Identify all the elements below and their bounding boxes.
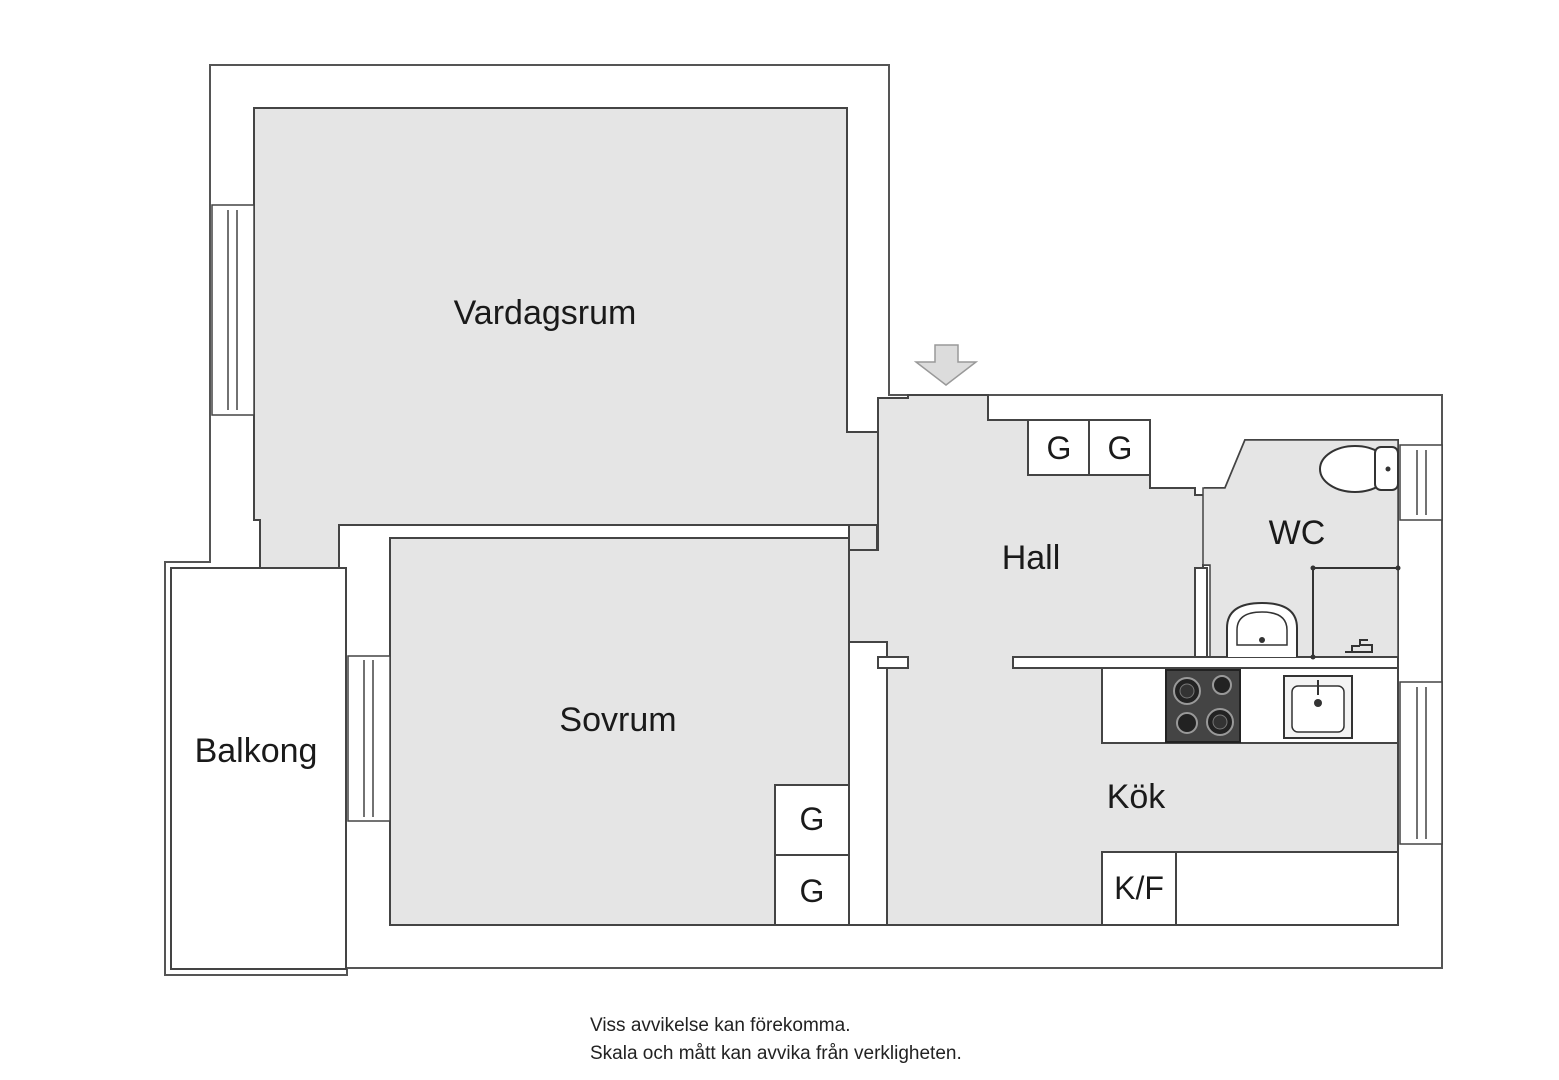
hall-closet-2 [1088, 419, 1151, 476]
fridge-freezer-label: K/F [1114, 870, 1164, 906]
room-label-kok: Kök [1107, 778, 1167, 816]
window-kitchen [1399, 681, 1443, 845]
kitchen-cabinet [1101, 851, 1399, 926]
window-bedroom [347, 655, 391, 822]
entrance-arrow-icon [913, 344, 979, 386]
shower-corner [1310, 565, 1316, 571]
wc-sink-icon [1226, 601, 1298, 657]
interior-wall-bedroom [848, 641, 888, 926]
disclaimer: Viss avvikelse kan förekomma. Skala och … [590, 1012, 962, 1068]
room-label-balkong: Balkong [195, 732, 318, 770]
disclaimer-line-1: Viss avvikelse kan förekomma. [590, 1015, 851, 1036]
disclaimer-line-2: Skala och mått kan avvika från verklighe… [590, 1043, 962, 1064]
closet-label: G [800, 801, 825, 837]
bedroom-floor [389, 524, 878, 926]
kitchen-counter [1101, 667, 1399, 744]
closet-label: G [1108, 430, 1133, 466]
room-label-sovrum: Sovrum [559, 701, 676, 739]
bedroom-closet-1 [774, 784, 850, 856]
room-label-wc: WC [1269, 514, 1326, 552]
kitchen-wall [1012, 656, 1399, 669]
window-living-room [211, 204, 255, 416]
hall-closet-1 [1027, 419, 1090, 476]
wc-wall [1194, 567, 1208, 658]
kitchen-sink-icon [1283, 675, 1353, 739]
room-label-vardagsrum: Vardagsrum [454, 294, 637, 332]
living-room-floor [253, 107, 879, 569]
bedroom-closet-2 [774, 854, 850, 926]
closet-label: G [1047, 430, 1072, 466]
room-label-hall: Hall [1002, 539, 1061, 577]
balcony-floor [170, 567, 347, 970]
toilet-icon [1319, 445, 1399, 493]
shower-corner [1395, 565, 1401, 571]
stove-icon [1165, 669, 1241, 743]
shower-corner [1310, 654, 1316, 660]
window-wc [1399, 444, 1443, 521]
shower-mixer-icon [1345, 639, 1373, 653]
closet-label: G [800, 873, 825, 909]
interior-wall-stub [877, 656, 909, 669]
